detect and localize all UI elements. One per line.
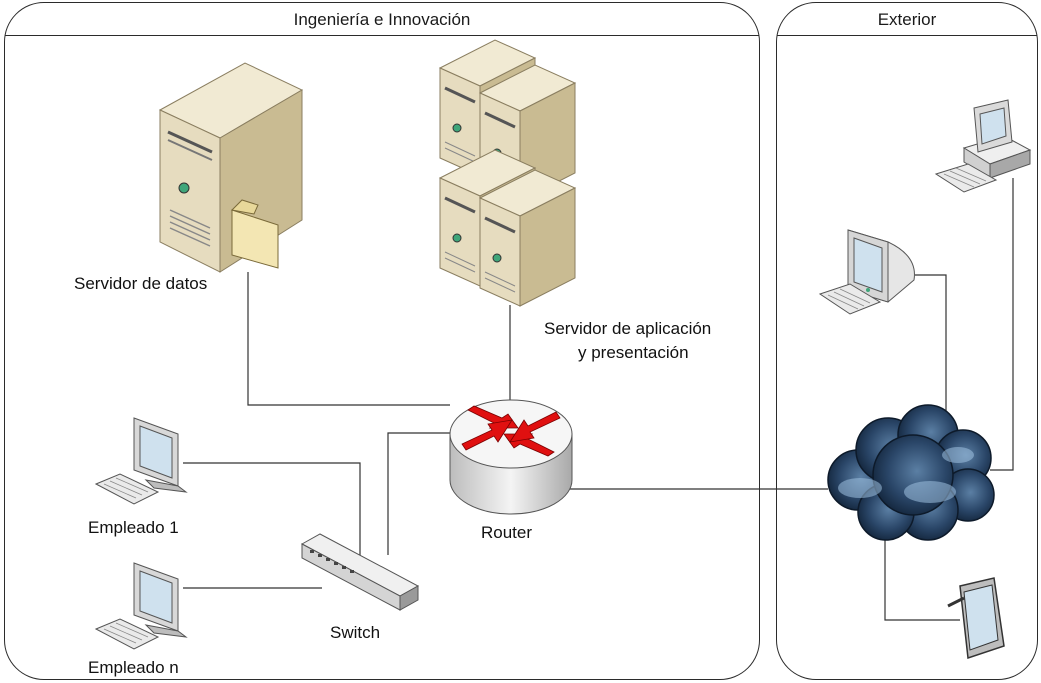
link-emp1-switch <box>183 462 361 560</box>
cloud-icon[interactable] <box>818 400 998 545</box>
workstation-icon-n[interactable] <box>92 557 192 652</box>
server-cluster-icon[interactable] <box>435 38 590 308</box>
link-dataserver-router <box>247 272 450 406</box>
employee-1-label: Empleado 1 <box>88 518 179 537</box>
employee-n-label: Empleado n <box>88 658 179 677</box>
link-pc-cloud <box>990 178 1014 471</box>
router-label: Router <box>481 523 533 542</box>
app-server-label-line2: y presentación <box>578 343 689 362</box>
data-server-label: Servidor de datos <box>74 274 208 293</box>
external-zone-title: Exterior <box>777 3 1037 36</box>
app-server-label-line1: Servidor de aplicación <box>544 319 712 338</box>
external-zone: Exterior <box>776 2 1038 680</box>
workstation-icon-1[interactable] <box>92 412 192 512</box>
link-cloud-tablet <box>884 538 960 621</box>
tablet-icon[interactable] <box>942 576 1008 662</box>
link-terminal-cloud <box>915 274 947 412</box>
link-switch-router <box>387 432 450 555</box>
terminal-icon[interactable] <box>818 222 920 326</box>
internal-zone-title: Ingeniería e Innovación <box>5 3 759 36</box>
switch-icon[interactable] <box>298 530 423 615</box>
router-icon[interactable] <box>446 392 576 517</box>
desktop-pc-icon[interactable] <box>934 98 1034 200</box>
data-server-icon[interactable] <box>150 60 310 275</box>
switch-label: Switch <box>330 623 381 642</box>
internal-zone: Ingeniería e Innovación <box>4 2 760 680</box>
